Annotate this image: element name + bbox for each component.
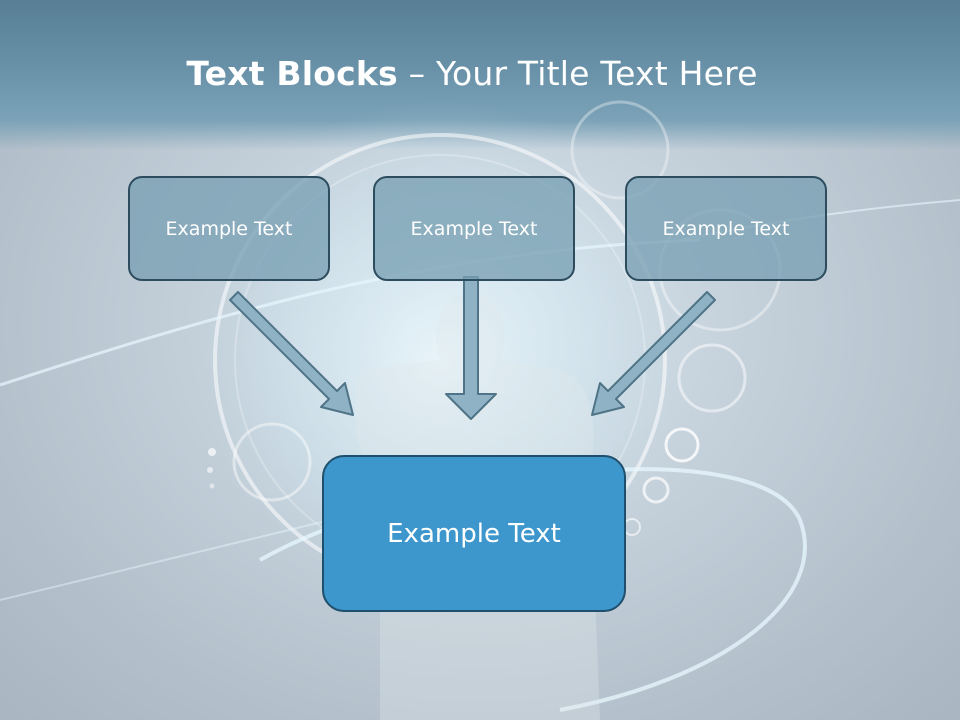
- hologram-bubble-left: [232, 422, 312, 502]
- text-block-target[interactable]: Example Text: [322, 455, 626, 612]
- hologram-dot-1: [208, 448, 216, 456]
- title-rest: – Your Title Text Here: [397, 54, 758, 93]
- page-title: Text Blocks – Your Title Text Here: [0, 54, 944, 93]
- arrow-right-icon: [591, 291, 716, 416]
- hologram-dot-2: [207, 467, 213, 473]
- hologram-ring-small: [677, 343, 747, 413]
- text-block-center[interactable]: Example Text: [373, 176, 575, 281]
- hologram-bubble-2: [642, 476, 670, 504]
- text-block-left-label: Example Text: [165, 217, 293, 240]
- text-block-center-label: Example Text: [410, 217, 538, 240]
- hologram-bubble-1: [664, 427, 700, 463]
- text-block-left[interactable]: Example Text: [128, 176, 330, 281]
- arrow-center-icon: [445, 276, 497, 420]
- text-block-right-label: Example Text: [662, 217, 790, 240]
- text-block-target-label: Example Text: [387, 518, 561, 549]
- title-bold: Text Blocks: [186, 54, 398, 93]
- light-streak-left: [0, 238, 701, 387]
- hologram-ring-top: [570, 100, 670, 200]
- text-block-right[interactable]: Example Text: [625, 176, 827, 281]
- arrow-left-icon: [229, 291, 354, 416]
- light-streak-bottom: [0, 519, 331, 601]
- hologram-dot-3: [209, 483, 215, 489]
